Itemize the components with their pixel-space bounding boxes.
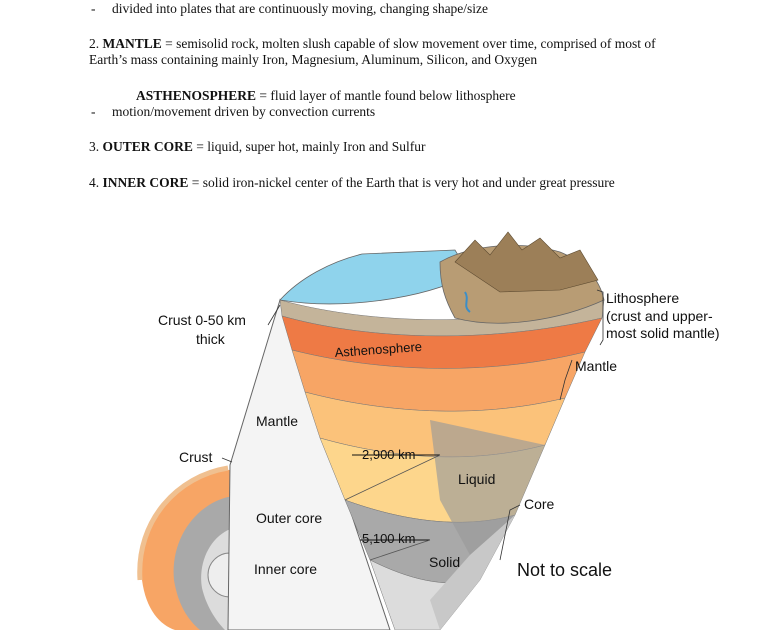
crust-thickness-leader [267, 304, 281, 326]
crust-leader [221, 457, 233, 463]
bullet-dash: - [91, 104, 96, 119]
core-boundary-line [344, 454, 441, 501]
solid-label: Solid [429, 554, 460, 570]
asthenosphere-label: Asthenosphere [334, 339, 422, 360]
mantle-definition-line-1: 2. MANTLE = semisolid rock, molten slush… [89, 36, 656, 51]
liquid-label: Liquid [458, 471, 495, 487]
inner-core-boundary-line [369, 539, 431, 561]
outer-core-term: OUTER CORE [102, 139, 193, 154]
mountain-ridge [454, 231, 599, 293]
depth-5100-label: 5,100 km [362, 531, 415, 546]
sphere-crust-rim [137, 465, 229, 581]
outer-core-front-face [430, 420, 545, 555]
lithosphere-label-2: (crust and upper- [606, 308, 713, 324]
convection-text: motion/movement driven by convection cur… [112, 104, 376, 119]
crust-thickness-label-1: Crust 0-50 km [158, 312, 246, 328]
depth-2900-label: 2,900 km [362, 447, 415, 462]
mantle-definition-line-2: Earth’s mass containing mainly Iron, Mag… [89, 52, 538, 67]
inner-core-term: INNER CORE [102, 175, 189, 190]
document-text: - divided into plates that are continuou… [0, 0, 768, 200]
lithosphere-label-3: most solid mantle) [606, 325, 720, 341]
not-to-scale-label: Not to scale [517, 560, 612, 580]
mantle-label-inner: Mantle [256, 413, 298, 429]
asthenosphere-term: ASTHENOSPHERE [136, 88, 257, 103]
inner-core-label: Inner core [254, 561, 317, 577]
outer-core-label: Outer core [256, 510, 322, 526]
asthenosphere-definition: ASTHENOSPHERE = fluid layer of mantle fo… [136, 88, 516, 103]
mantle-label-right: Mantle [575, 358, 617, 374]
inner-core-definition: 4. INNER CORE = solid iron-nickel center… [89, 175, 615, 190]
inner-core-front-face [430, 515, 515, 630]
crust-plates-text: divided into plates that are continuousl… [112, 1, 489, 16]
crust-thickness-label-2: thick [196, 331, 226, 347]
mantle-term: MANTLE [102, 36, 162, 51]
crust-label: Crust [179, 449, 213, 465]
outer-core-definition: 3. OUTER CORE = liquid, super hot, mainl… [89, 139, 426, 154]
bullet-dash: - [91, 1, 96, 16]
lithosphere-bracket [596, 289, 604, 346]
lithosphere-label-1: Lithosphere [606, 290, 679, 306]
core-label: Core [524, 496, 555, 512]
mantle-bracket [559, 359, 573, 401]
core-bracket [499, 504, 521, 561]
river [464, 291, 471, 313]
